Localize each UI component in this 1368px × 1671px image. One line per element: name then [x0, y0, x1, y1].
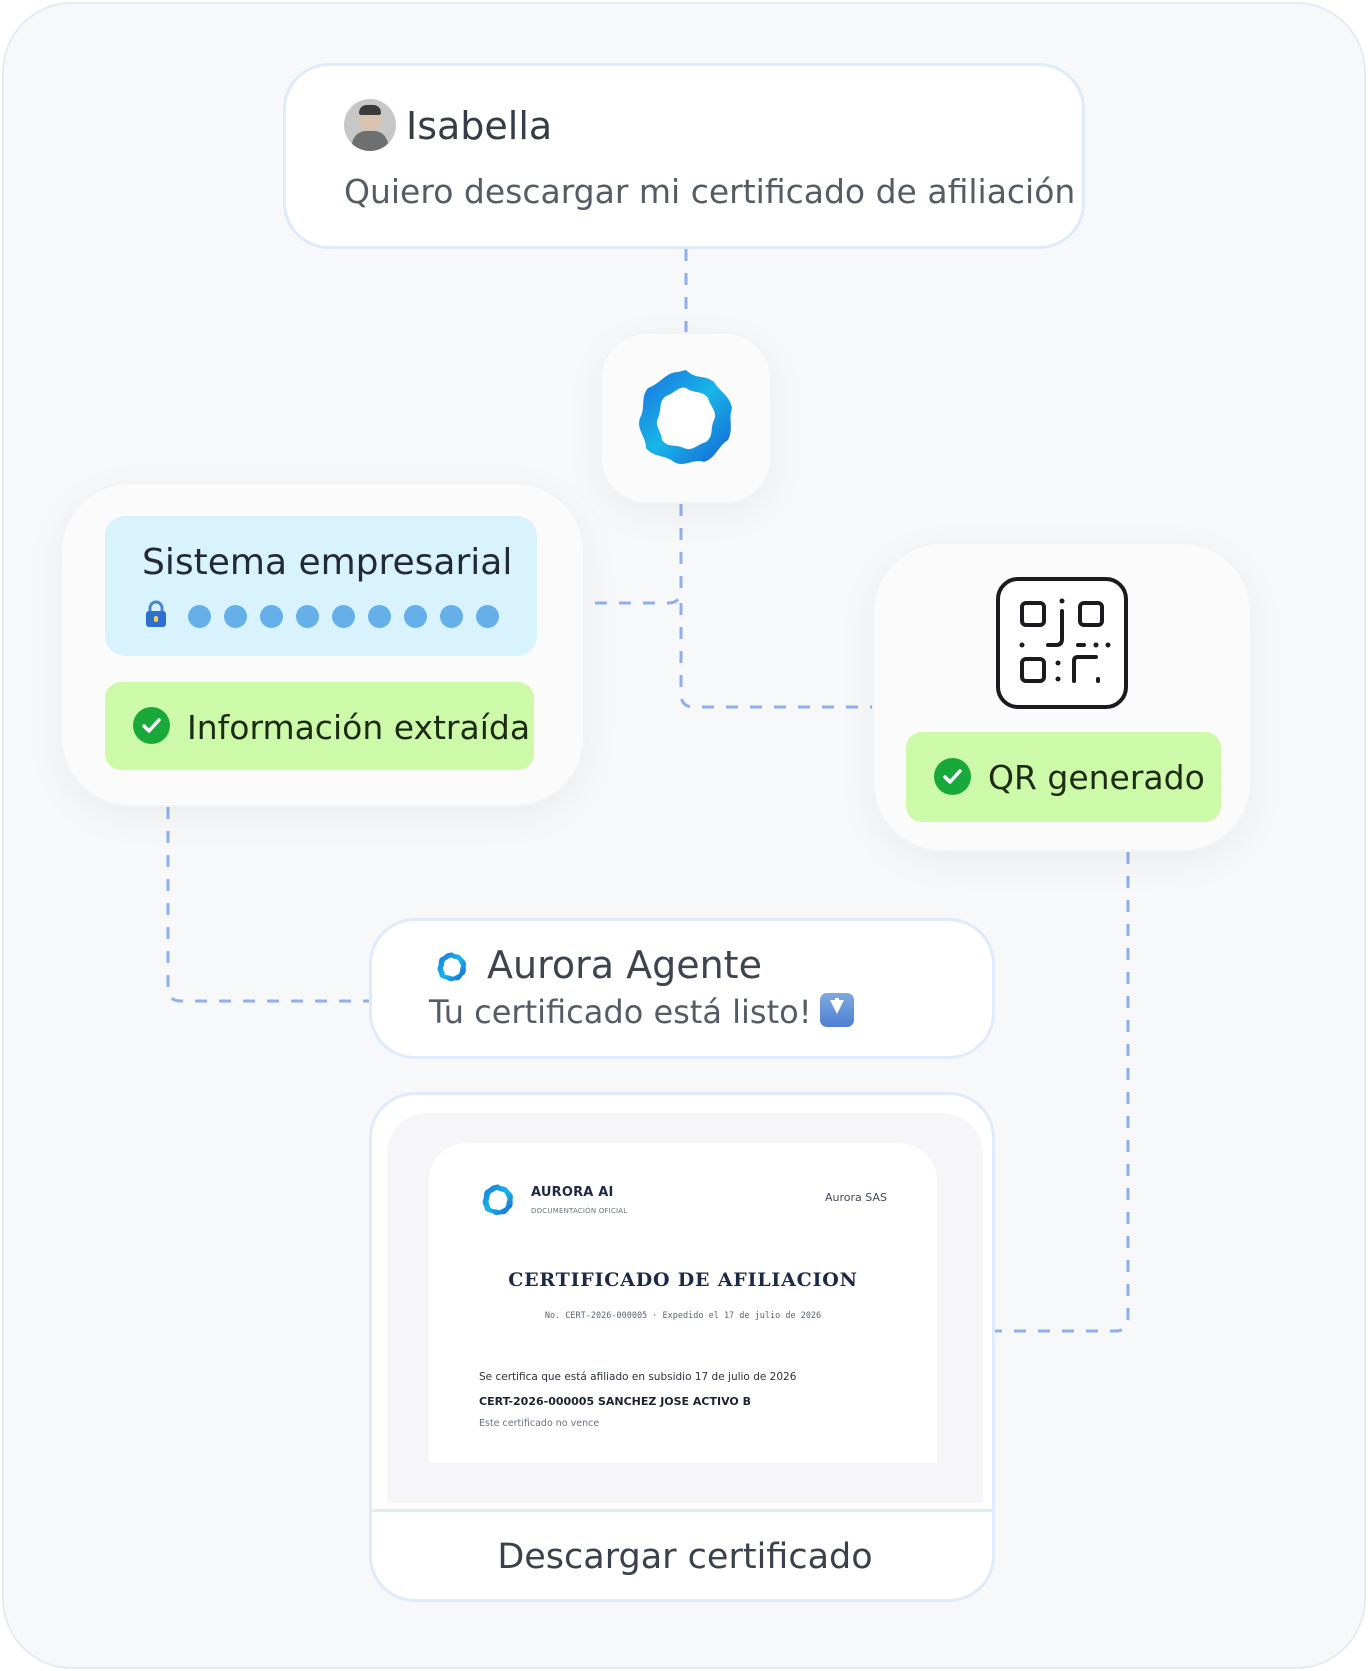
down-arrow-button-icon [819, 993, 854, 1027]
avatar [344, 99, 396, 151]
certificate-card: AURORA AI DOCUMENTACIÓN OFICIAL Aurora S… [369, 1092, 995, 1602]
password-dot [476, 605, 499, 628]
aurora-logo-tile [600, 332, 772, 504]
certificate-brand-subtitle: DOCUMENTACIÓN OFICIAL [531, 1207, 628, 1215]
aurora-ring-icon [482, 1184, 514, 1216]
password-dot [404, 605, 427, 628]
password-dot [260, 605, 283, 628]
download-certificate-button[interactable]: Descargar certificado [497, 1537, 873, 1577]
password-dot [296, 605, 319, 628]
certificate-meta: No. CERT-2026-000005 · Expedido el 17 de… [544, 1311, 822, 1321]
check-circle-icon [934, 758, 971, 795]
agent-name: Aurora Agente [487, 943, 762, 987]
aurora-ring-icon [639, 370, 732, 464]
aurora-ring-icon [437, 952, 467, 982]
certificate-issuer: Aurora SAS [825, 1191, 887, 1204]
agent-message: Tu certificado está listo! [429, 993, 854, 1031]
extracted-status-badge: Información extraída [105, 682, 534, 770]
system-credentials-box: Sistema empresarial [105, 516, 537, 656]
certificate-brand: AURORA AI [531, 1185, 614, 1200]
agent-reply-card: Aurora Agente Tu certificado está listo! [369, 918, 995, 1059]
check-circle-icon [133, 707, 170, 744]
password-dot [440, 605, 463, 628]
certificate-title: CERTIFICADO DE AFILIACION [508, 1269, 858, 1291]
password-dot [332, 605, 355, 628]
certificate-holder: CERT-2026-000005 SANCHEZ JOSE ACTIVO B [479, 1395, 751, 1408]
certificate-statement: Se certifica que está afiliado en subsid… [479, 1371, 797, 1383]
agent-message-text: Tu certificado está listo! [429, 993, 812, 1031]
system-title: Sistema empresarial [142, 542, 513, 583]
qr-status-label: QR generado [988, 758, 1205, 797]
certificate-validity: Este certificado no vence [479, 1418, 600, 1429]
password-dot [188, 605, 211, 628]
user-message-card: Isabella Quiero descargar mi certificado… [283, 63, 1085, 249]
divider [372, 1509, 992, 1512]
certificate-preview: AURORA AI DOCUMENTACIÓN OFICIAL Aurora S… [429, 1143, 937, 1463]
qr-code-icon [996, 577, 1128, 709]
qr-status-badge: QR generado [906, 732, 1221, 822]
user-name: Isabella [406, 104, 553, 148]
extracted-status-label: Información extraída [187, 708, 531, 747]
user-message-text: Quiero descargar mi certificado de afili… [344, 172, 1076, 211]
password-dot [224, 605, 247, 628]
lock-icon [146, 600, 166, 627]
password-dot [368, 605, 391, 628]
